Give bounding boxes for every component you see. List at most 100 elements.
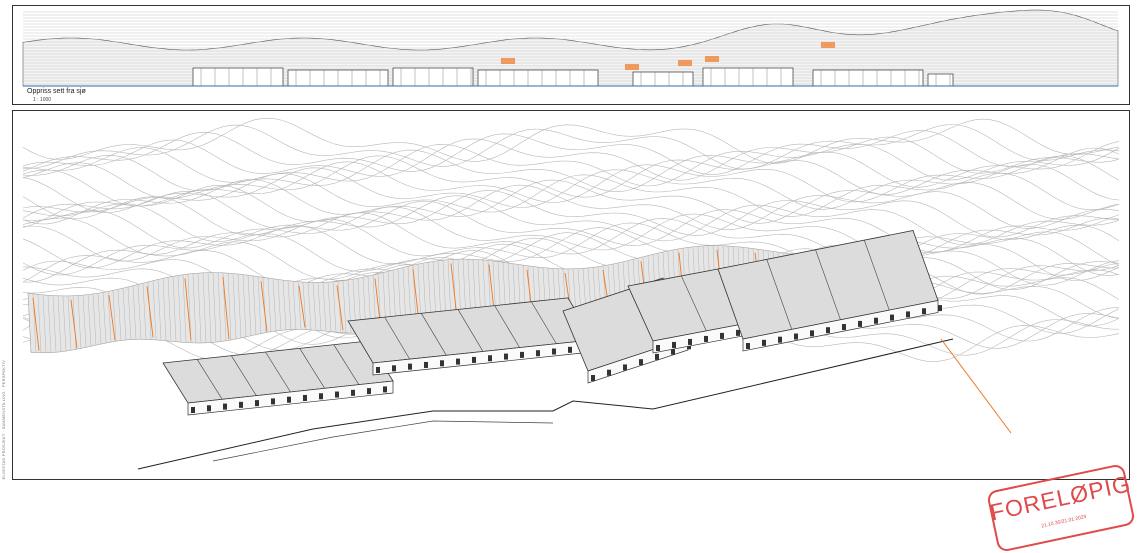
cliff-stroke — [167, 277, 172, 341]
cliff-stroke — [77, 295, 82, 350]
facade-opening — [704, 335, 708, 342]
cliff-stroke — [62, 295, 67, 352]
cliff-stroke — [67, 295, 72, 351]
cliff-accent — [298, 285, 306, 328]
facade-opening — [191, 407, 195, 413]
cliff-stroke — [57, 295, 62, 353]
cliff-stroke — [107, 291, 112, 343]
elevation-scale: 1 : 1000 — [33, 97, 52, 103]
facade-opening — [656, 345, 660, 351]
cliff-stroke — [232, 273, 237, 340]
cliff-stroke — [27, 293, 32, 353]
roof-division — [863, 240, 890, 311]
elevation-accent-marker — [678, 60, 692, 66]
elevation-drawing — [22, 9, 1119, 87]
cliff-stroke — [132, 285, 137, 340]
cliff-accent — [222, 276, 230, 340]
facade-opening — [623, 364, 627, 371]
cliff-stroke — [117, 289, 122, 341]
contour-line — [22, 195, 1120, 246]
elevation-accent-marker — [821, 42, 835, 48]
roof-division — [494, 305, 520, 348]
facade-opening — [351, 389, 355, 396]
elevation-accent-marker — [625, 64, 639, 70]
cliff-accent — [146, 286, 154, 338]
elevation-building — [632, 71, 694, 87]
cliff-accent — [70, 299, 78, 349]
cliff-stroke — [137, 284, 142, 340]
cliff-accent — [450, 263, 458, 318]
facade-opening — [335, 391, 339, 398]
facade-opening — [672, 341, 676, 348]
cliff-stroke — [177, 275, 182, 342]
contour-line — [22, 143, 1120, 187]
facade-opening — [456, 358, 460, 365]
facade-opening — [736, 329, 740, 336]
roof-division — [265, 351, 291, 393]
cliff-stroke — [112, 290, 117, 342]
cliff-stroke — [437, 260, 442, 321]
cliff-stroke — [142, 283, 147, 340]
contour-line — [22, 130, 1120, 175]
cliff-stroke — [92, 293, 97, 346]
facade-opening — [392, 365, 396, 372]
facade-opening — [639, 359, 643, 366]
elevation-building — [192, 67, 284, 87]
contour-line — [22, 172, 1120, 219]
cliff-stroke — [162, 278, 167, 341]
roof-division — [333, 344, 360, 385]
facade-opening — [655, 353, 659, 360]
cliff-stroke — [237, 274, 242, 339]
cliff-stroke — [317, 282, 322, 331]
elevation-building — [812, 69, 924, 87]
cliff-stroke — [52, 295, 57, 353]
cliff-accent — [336, 285, 344, 331]
facade-opening — [762, 339, 766, 346]
cliff-face — [27, 238, 917, 354]
contour-line — [22, 212, 1120, 265]
elevation-caption: Oppriss sett fra sjø — [27, 88, 86, 95]
facade-opening — [938, 305, 942, 312]
cliff-stroke — [217, 272, 222, 342]
facade-opening — [890, 314, 894, 321]
facade-opening — [239, 401, 243, 408]
cliff-stroke — [332, 281, 337, 332]
cliff-stroke — [122, 288, 127, 341]
contour-line — [22, 147, 1120, 200]
elevation-building — [927, 73, 954, 87]
facade-opening — [440, 360, 444, 367]
roof-division — [531, 301, 557, 344]
roof-division — [231, 355, 257, 396]
cliff-stroke — [257, 276, 262, 335]
contour-line — [22, 225, 1120, 276]
roof-division — [421, 313, 447, 356]
facade-opening — [376, 367, 380, 373]
section-line — [940, 338, 1012, 434]
facade-opening — [424, 361, 428, 368]
cliff-stroke — [312, 282, 317, 331]
facade-opening — [488, 355, 492, 362]
facade-opening — [778, 336, 782, 343]
cliff-stroke — [87, 294, 92, 347]
elevation-building — [702, 67, 794, 87]
perspective-view: FORELØPIG 21.10.30/21.01.2029 — [12, 110, 1136, 553]
cliff-stroke — [207, 272, 212, 343]
facade-opening — [536, 350, 540, 357]
cliff-stroke — [37, 294, 42, 353]
roof-division — [384, 316, 410, 360]
cliff-accent — [108, 295, 116, 341]
cliff-stroke — [302, 282, 307, 330]
side-title-strip: ELVESTAD PROSJEKT · SAMMENSTILLING · PER… — [1, 360, 6, 480]
cliff-stroke — [282, 280, 287, 331]
cliff-stroke — [102, 292, 107, 344]
cliff-stroke — [292, 281, 297, 330]
quay-inner-edge — [212, 420, 554, 462]
facade-opening — [906, 311, 910, 318]
cliff-stroke — [72, 295, 77, 350]
cliff-stroke — [157, 279, 162, 341]
facade-opening — [504, 353, 508, 360]
cliff-stroke — [287, 280, 292, 330]
contour-line — [22, 184, 1120, 231]
facade-opening — [271, 398, 275, 405]
facade-opening — [383, 386, 387, 393]
